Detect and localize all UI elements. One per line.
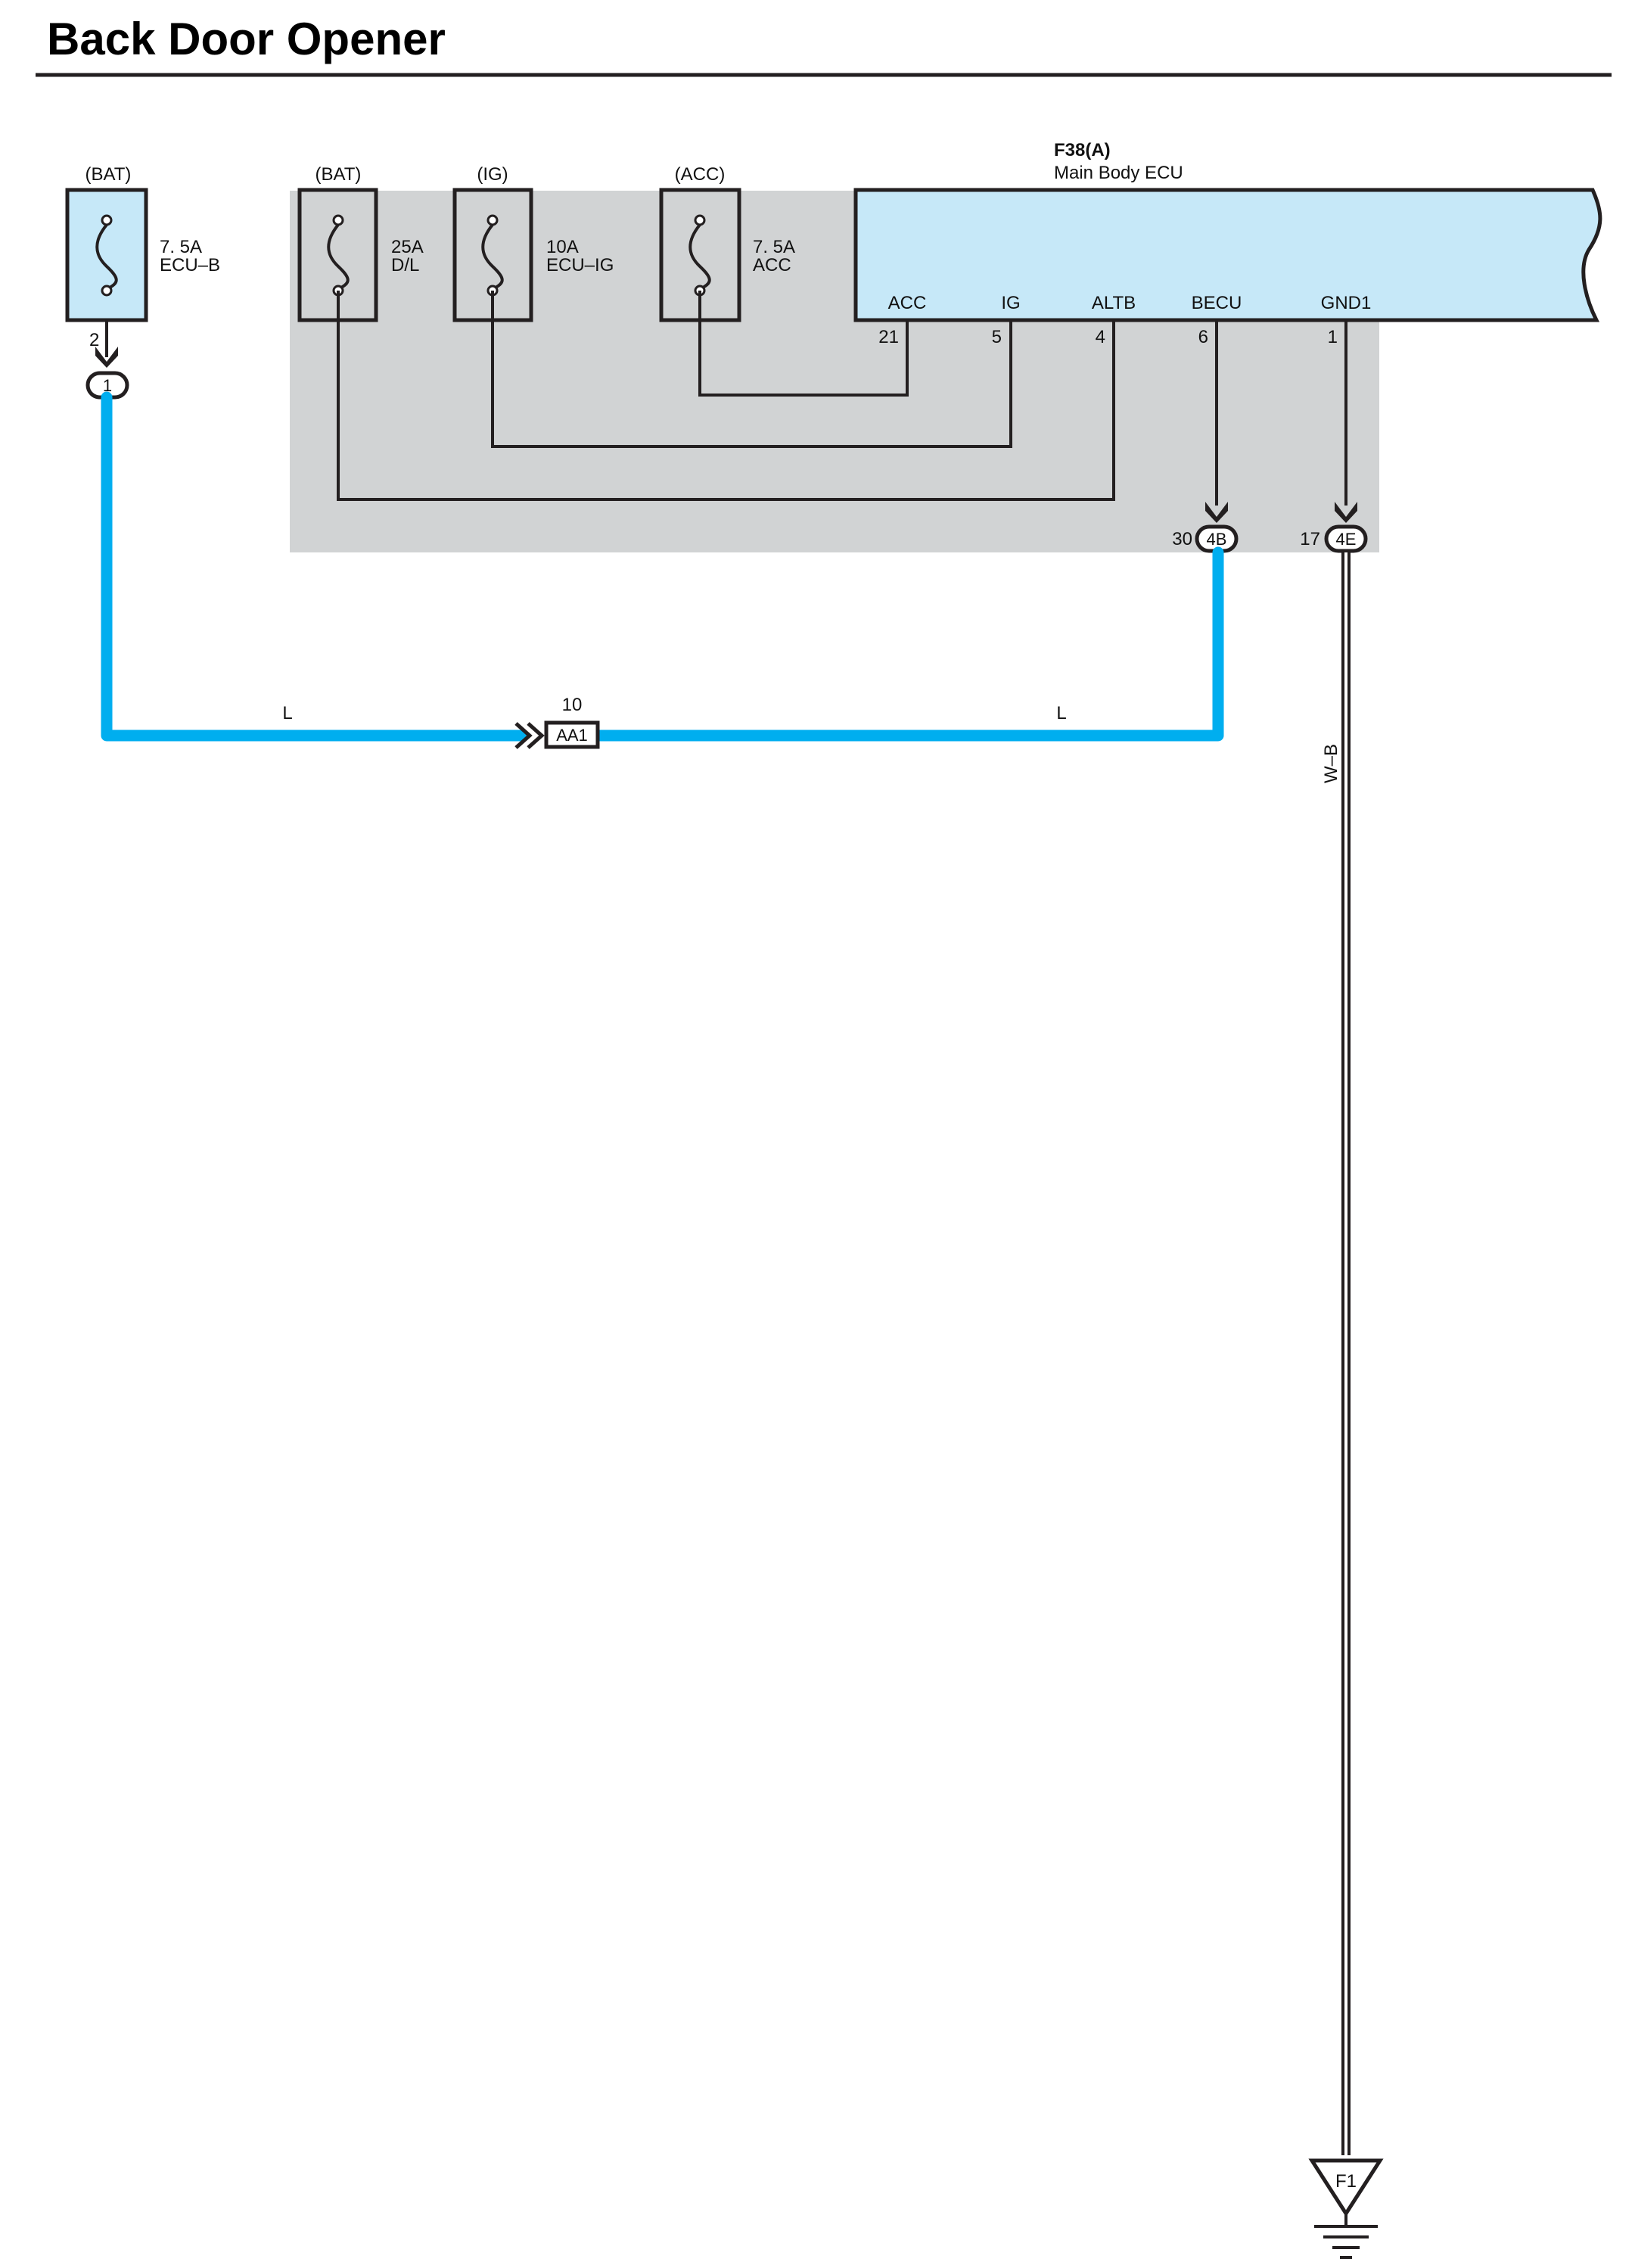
- connector-aa1-label: AA1: [556, 726, 588, 745]
- fuse-element-icon: [95, 223, 118, 291]
- wire-l: [101, 391, 1224, 742]
- fuse-ecu-ig-rating: 10A: [546, 237, 579, 257]
- fuse-ecu-ig-name: ECU–IG: [546, 255, 614, 275]
- fuse-ecu-b-rating: 7. 5A: [160, 237, 202, 257]
- fuse-dl-rating: 25A: [391, 237, 424, 257]
- fuse-ecu-b-name: ECU–B: [160, 255, 220, 275]
- fuse-element-icon: [689, 223, 711, 291]
- connector-arrow-icon: [95, 347, 118, 368]
- main-body-ecu: F38(A) Main Body ECU ACC IG ALTB BECU GN…: [853, 140, 1602, 322]
- fuse-element-icon: [327, 223, 350, 291]
- terminal-gnd1: GND1: [1321, 293, 1372, 313]
- connector-4e: [1324, 524, 1368, 553]
- fuse-acc-name: ACC: [753, 255, 791, 275]
- fuse-ecu-ig: (IG) 10A ECU–IG: [452, 164, 614, 322]
- terminal-becu: BECU: [1192, 293, 1242, 313]
- page-title: Back Door Opener: [47, 14, 446, 64]
- ground-f1-label: F1: [1335, 2171, 1357, 2192]
- fuse-dl-name: D/L: [391, 255, 419, 275]
- connector-4b-pin: 30: [1172, 529, 1192, 549]
- connector-4e-label: 4E: [1336, 530, 1357, 549]
- connector-4b-label: 4B: [1207, 530, 1227, 549]
- fuse-dl-supply: (BAT): [315, 164, 362, 185]
- fuse-ecu-ig-supply: (IG): [477, 164, 508, 185]
- pin-gnd1: 1: [1328, 327, 1338, 347]
- connector-arrow-icon: [1205, 502, 1228, 523]
- pin-altb: 4: [1096, 327, 1105, 347]
- terminal-altb: ALTB: [1092, 293, 1136, 313]
- terminal-ig: IG: [1001, 293, 1020, 313]
- wire-l-right-label: L: [1056, 703, 1066, 723]
- fuse-element-icon: [481, 223, 504, 291]
- wire-w-b-label: W–B: [1321, 744, 1341, 783]
- pin-becu: 6: [1198, 327, 1208, 347]
- connector-arrow-icon: [1335, 502, 1357, 523]
- ecu-code: F38(A): [1054, 140, 1111, 160]
- fuse-acc-supply: (ACC): [675, 164, 726, 185]
- terminal-acc: ACC: [888, 293, 927, 313]
- pin-ig: 5: [992, 327, 1002, 347]
- fuse-ecu-b: (BAT) 7. 5A ECU–B: [65, 164, 220, 322]
- wire-l-left-label: L: [282, 703, 292, 723]
- internal-wiring: [337, 291, 1115, 501]
- fuse-ecu-b-supply: (BAT): [85, 164, 132, 185]
- fuse-dl: (BAT) 25A D/L: [297, 164, 424, 322]
- connector-aa1-pin: 10: [562, 695, 583, 715]
- connector-aa1: [544, 720, 600, 749]
- fuse-acc-rating: 7. 5A: [753, 237, 795, 257]
- fuse-ecu-b-pin: 2: [89, 330, 99, 350]
- connector-4e-pin: 17: [1300, 529, 1320, 549]
- connector-chevron-icon: [514, 722, 545, 749]
- ground-icon: [1308, 2158, 1384, 2259]
- ecu-name: Main Body ECU: [1054, 163, 1183, 183]
- connector-1-label: 1: [103, 376, 112, 395]
- pin-acc: 21: [878, 327, 899, 347]
